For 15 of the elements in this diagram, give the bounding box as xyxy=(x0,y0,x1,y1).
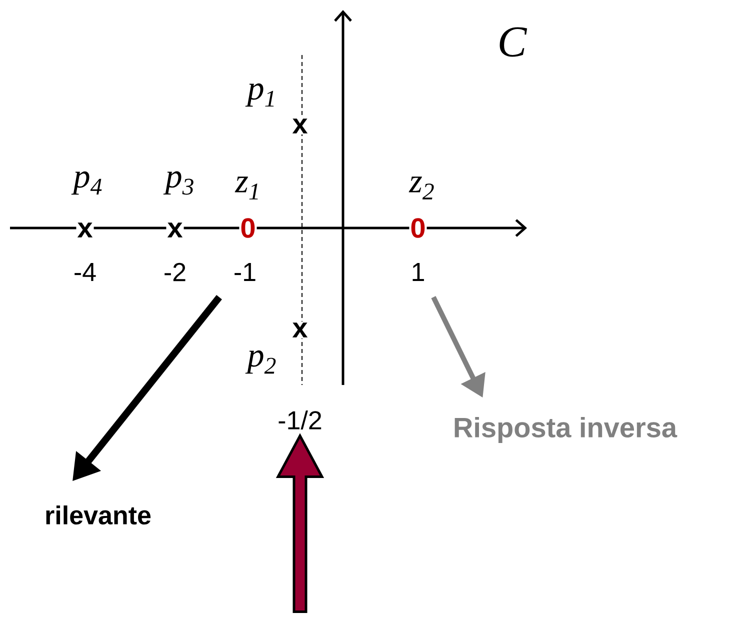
zero-label: z$_{1}$ xyxy=(234,176,258,200)
plane-symbol: C xyxy=(500,27,528,57)
pole-label: p$_{4}$ xyxy=(71,171,102,195)
value-label: -1/2 xyxy=(278,410,322,430)
pole-label: p$_{1}$ xyxy=(245,83,274,107)
value-label: rilevante xyxy=(46,505,151,525)
pole-label: p$_{3}$ xyxy=(163,171,194,195)
tick-label: -4 xyxy=(74,263,96,281)
value-label: 1 xyxy=(412,263,424,281)
tick-label: -2 xyxy=(164,262,186,282)
zero-label: z$_{2}$ xyxy=(408,176,434,200)
value-label: Risposta inversa xyxy=(454,416,678,444)
block-arrow xyxy=(276,433,324,613)
value-label: -1 xyxy=(234,263,256,281)
pole-label: p$_{2}$ xyxy=(245,350,276,374)
